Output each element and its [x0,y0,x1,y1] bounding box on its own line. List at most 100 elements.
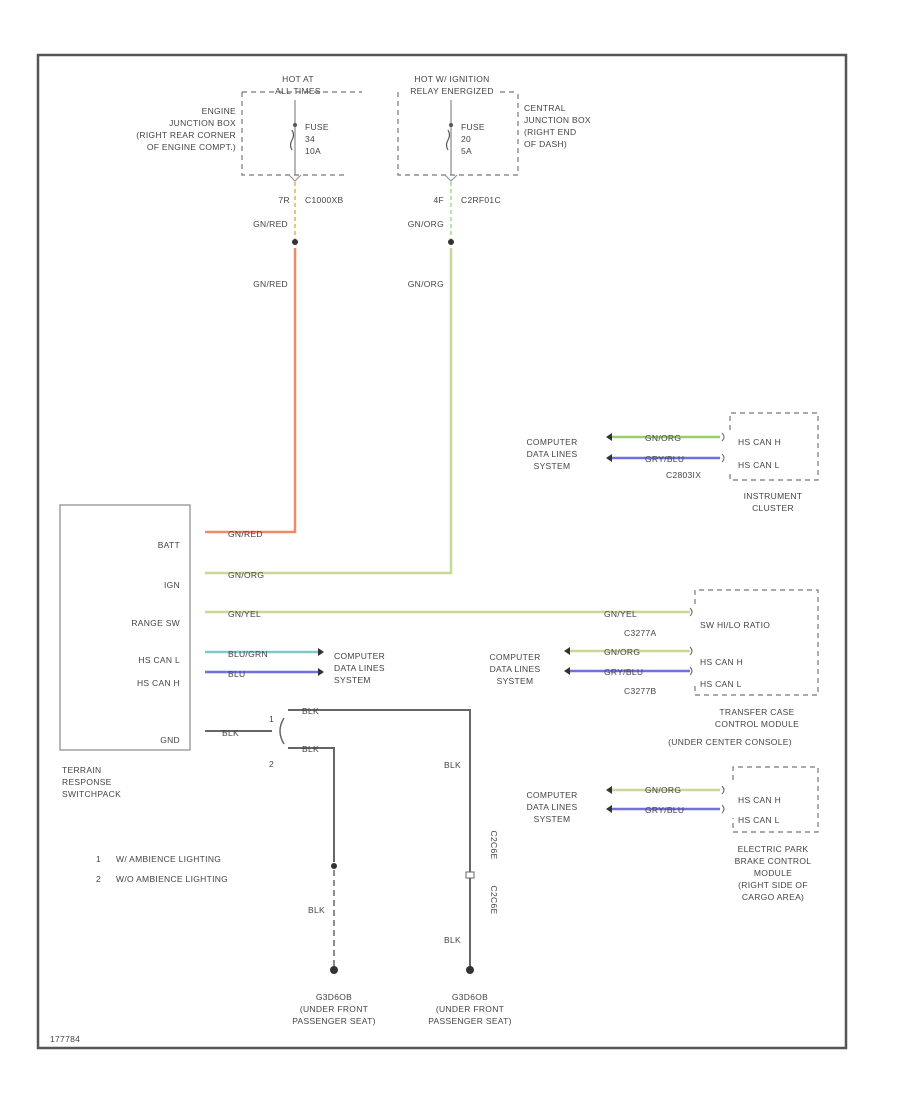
fuse-left-fuse-amps: 10A [305,146,321,156]
terrain-pin-gnd: GND [160,735,180,745]
diagram-code: 177784 [50,1034,80,1044]
ground-wire-top-1: BLK [302,706,319,716]
ground-section: 1 2 BLK BLK BLK C2C6E C2C6E BLK BLK G3D6… [269,706,512,1026]
terrain-wire-ign: GN/ORG [228,570,264,580]
pb-label-2: BRAKE CONTROL [735,856,812,866]
ic-wire-label-1: GN/ORG [645,433,681,443]
fuse-right-node [449,123,453,127]
terrain-cdl-1: COMPUTER [334,651,385,661]
fuse-right-fuse-label: FUSE [461,122,485,132]
ground-right-label-2: (UNDER FRONT [436,1004,504,1014]
fuse-left-symbol [289,129,295,151]
pb-cdl-2: DATA LINES [527,802,578,812]
tc-connector-1: C3277A [624,628,657,638]
ic-label-2: CLUSTER [752,503,794,513]
tc-pin-2: HS CAN H [700,657,743,667]
splice-right [448,239,454,245]
ic-arrow-1 [606,433,612,441]
ground-wire-low-2: BLK [444,935,461,945]
tc-wire-label-1: GN/ORG [604,647,640,657]
ground-option-2: 2 [269,759,274,769]
terrain-pin-range-sw: RANGE SW [131,618,180,628]
tc-label-3: (UNDER CENTER CONSOLE) [668,737,792,747]
ic-cdl-1: COMPUTER [526,437,577,447]
ground-right-label-1: G3D6OB [452,992,488,1002]
wire-gnd-1 [288,709,471,870]
ground-wire-mid-2: BLK [308,905,325,915]
fuse-left-fuse-number: 34 [305,134,315,144]
fuse-left-fuse-label: FUSE [305,122,329,132]
ic-wire-label-2: GRY/BLU [645,454,684,464]
fuse-left-connector: C1000XB [305,195,344,205]
fuse-left-header-1: HOT AT [282,74,314,84]
ground-left-label-1: G3D6OB [316,992,352,1002]
ground-connector-2: C2C6E [489,886,499,915]
legend-num-1: 1 [96,854,101,864]
terrain-response-module: BATT IGN RANGE SW HS CAN L HS CAN H GND … [59,504,385,799]
fuse-right-header-1: HOT W/ IGNITION [414,74,489,84]
tc-arrow-2 [564,667,570,675]
ic-cdl-2: DATA LINES [527,449,578,459]
wire-gnd-2 [288,747,335,862]
pb-cdl-3: SYSTEM [534,814,571,824]
ground-left-label-2: (UNDER FRONT [300,1004,368,1014]
terrain-wire-gnd: BLK [222,728,239,738]
terrain-wire-range: GN/YEL [228,609,261,619]
terrain-wire-can-h: BLU [228,669,245,679]
park-brake-module: GN/ORG GRY/BLU HS CAN H HS CAN L ELECTRI… [526,766,819,902]
fuse-right-wire-lower: GN/ORG [408,279,444,289]
tc-connector-2: C3277B [624,686,657,696]
pb-arrow-1 [606,786,612,794]
pb-label-4: (RIGHT SIDE OF [738,880,808,890]
terrain-module-box [59,504,191,751]
ic-arrow-2 [606,454,612,462]
ground-left-label-3: PASSENGER SEAT) [292,1016,376,1026]
legend-text-2: W/O AMBIENCE LIGHTING [116,874,228,884]
fuse-left-wire-upper: GN/RED [253,219,288,229]
fuse-right-header-2: RELAY ENERGIZED [410,86,494,96]
wire-batt [205,248,297,534]
fuse-left-node [293,123,297,127]
pb-cdl-1: COMPUTER [526,790,577,800]
fuse-right-location-3: (RIGHT END [524,127,576,137]
terrain-label-1: TERRAIN [62,765,101,775]
tc-cdl-3: SYSTEM [497,676,534,686]
transfer-case-module: GN/YEL C3277A GN/ORG GRY/BLU SW HI/LO RA… [489,589,819,747]
pb-label-5: CARGO AREA) [742,892,804,902]
fuse-right-location-1: CENTRAL [524,103,566,113]
fuse-right-fuse-number: 20 [461,134,471,144]
tc-cdl-2: DATA LINES [490,664,541,674]
ground-wire-mid-1: BLK [444,760,461,770]
arrow-can-h [318,668,324,676]
terrain-label-3: SWITCHPACK [62,789,121,799]
fuse-left-location-4: OF ENGINE COMPT.) [147,142,236,152]
tc-wire-label-2: GRY/BLU [604,667,643,677]
fuse-right-symbol [445,129,451,151]
tc-range-wire: GN/YEL [604,609,637,619]
fuse-left-location-3: (RIGHT REAR CORNER [136,130,236,140]
ground-right-label-3: PASSENGER SEAT) [428,1016,512,1026]
diagram-frame [36,53,848,1050]
fuse-left-wire-lower: GN/RED [253,279,288,289]
pb-pin-2: HS CAN L [738,815,780,825]
ic-connector: C2803IX [666,470,701,480]
terrain-pin-batt: BATT [158,540,180,550]
ground-wire-top-2: BLK [302,744,319,754]
terrain-label-2: RESPONSE [62,777,112,787]
tc-arrow-1 [564,647,570,655]
legend: 1 W/ AMBIENCE LIGHTING 2 W/O AMBIENCE LI… [96,854,228,884]
fuse-left-pin: 7R [279,195,290,205]
instrument-cluster-box [729,412,819,481]
tc-label-1: TRANSFER CASE [719,707,794,717]
fuse-right-fuse-amps: 5A [461,146,472,156]
terrain-cdl-3: SYSTEM [334,675,371,685]
pb-arrow-2 [606,805,612,813]
tc-cdl-1: COMPUTER [489,652,540,662]
fuse-right-wire-upper: GN/ORG [408,219,444,229]
fuse-right-pin: 4F [433,195,444,205]
splice-left [292,239,298,245]
instrument-cluster: GN/ORG GRY/BLU HS CAN H HS CAN L C2803IX… [526,412,819,513]
pb-label-1: ELECTRIC PARK [738,844,809,854]
ground-point-left [330,966,338,974]
